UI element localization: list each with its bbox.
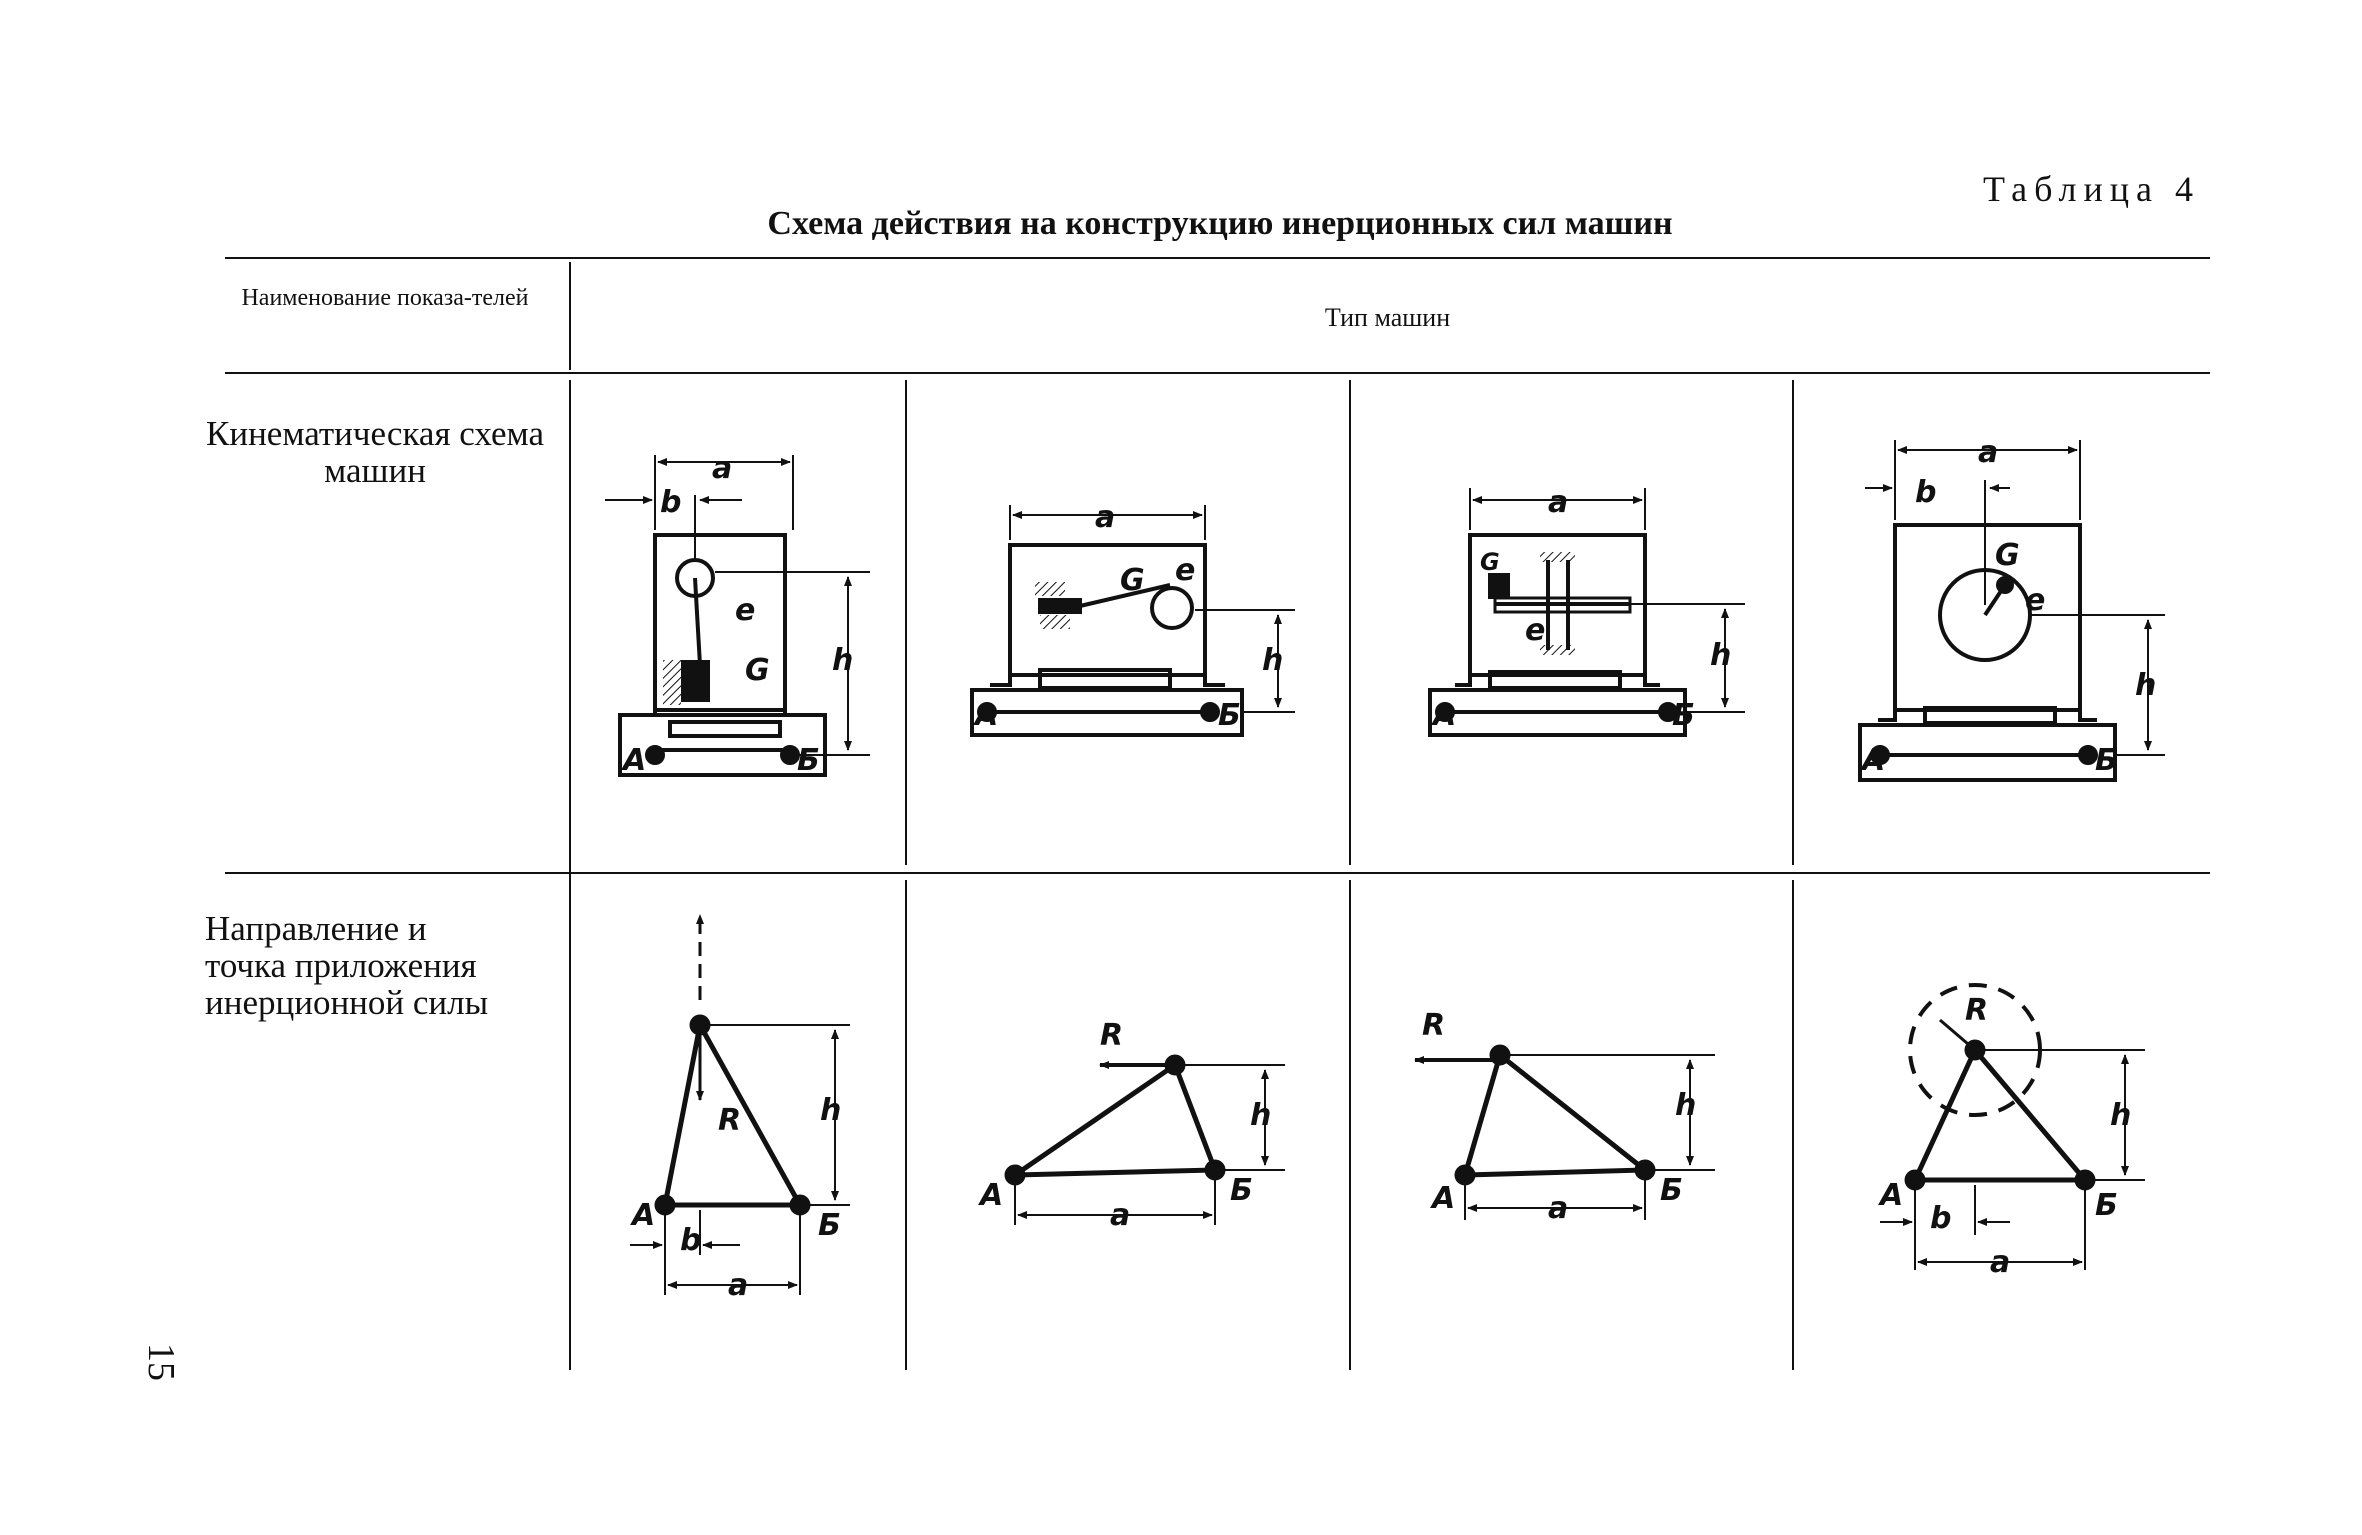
- point-A-f3: A: [1430, 1181, 1455, 1216]
- dim-a-m2: a: [1095, 500, 1115, 535]
- dim-h-m4: h: [2135, 668, 2156, 703]
- point-B-m3: Б: [1672, 698, 1695, 733]
- dim-b-m1: b: [660, 485, 681, 520]
- row-label-kinematic-scheme: Кинематическая схема машин: [206, 414, 544, 490]
- label-G-m3: G: [1480, 548, 1500, 576]
- row-label-force-direction: Направление и точка приложения инерционн…: [205, 910, 545, 1021]
- point-B-f1: Б: [818, 1208, 841, 1243]
- row-label-line-3: инерционной силы: [205, 983, 489, 1022]
- column-header-indicators: Наименование показа-телей: [241, 285, 529, 311]
- dim-a-f1: a: [728, 1268, 748, 1303]
- label-G-m4: G: [1995, 538, 2020, 573]
- dim-b-m4: b: [1915, 475, 1936, 510]
- dim-h-f3: h: [1675, 1088, 1696, 1123]
- dim-a-m1: a: [712, 451, 732, 486]
- machine-1-scheme: [605, 455, 870, 777]
- machine-3-labels: a G e h A Б: [1431, 485, 1731, 733]
- label-G-m2: G: [1120, 563, 1145, 598]
- force-R-2: R: [1100, 1018, 1123, 1053]
- point-B-f2: Б: [1230, 1173, 1253, 1208]
- dim-h-f4: h: [2110, 1098, 2131, 1133]
- force-2-labels: R h A Б a: [978, 1018, 1271, 1233]
- dim-h-m3: h: [1710, 638, 1731, 673]
- machine-4-scheme: [1858, 440, 2165, 782]
- force-R-4: R: [1965, 993, 1988, 1028]
- table-rules: [225, 257, 2210, 1370]
- machine-1-labels: a b e G h A Б: [621, 451, 853, 778]
- point-A-f4: A: [1878, 1178, 1903, 1213]
- row-label-line-2: точка приложения: [205, 946, 477, 985]
- point-A-m1: A: [621, 743, 646, 778]
- column-header-machine-type: Тип машин: [1324, 303, 1451, 332]
- row-label-line-1: Направление и: [205, 909, 427, 948]
- force-3-labels: R h A Б a: [1422, 1008, 1696, 1226]
- dim-b-f4: b: [1930, 1201, 1951, 1236]
- dim-a-f3: a: [1548, 1191, 1568, 1226]
- label-e-m2: e: [1175, 553, 1195, 588]
- force-R-1: R: [718, 1103, 741, 1138]
- point-A-f1: A: [630, 1198, 655, 1233]
- dim-h-m2: h: [1262, 643, 1283, 678]
- dim-a-f2: a: [1110, 1198, 1130, 1233]
- dim-h-m1: h: [832, 643, 853, 678]
- dim-a-m4: a: [1978, 435, 1998, 470]
- label-e-m3: e: [1525, 613, 1545, 648]
- point-B-m4: Б: [2095, 743, 2118, 778]
- table-title: Схема действия на конструкцию инерционны…: [767, 205, 1673, 242]
- label-e-m4: e: [2025, 583, 2045, 618]
- point-B-m2: Б: [1218, 698, 1241, 733]
- force-4-labels: R h A Б b a: [1878, 993, 2131, 1280]
- dim-h-f2: h: [1250, 1098, 1271, 1133]
- point-A-m2: A: [973, 698, 998, 733]
- force-1-labels: R h A Б b a: [630, 1093, 841, 1303]
- force-1-diagram: [630, 914, 850, 1295]
- force-3-diagram: [1414, 1044, 1715, 1220]
- point-A-m3: A: [1431, 698, 1456, 733]
- point-B-f4: Б: [2095, 1188, 2118, 1223]
- label-e-m1: e: [735, 593, 755, 628]
- machine-3-scheme: [1428, 488, 1745, 737]
- dim-h-f1: h: [820, 1093, 841, 1128]
- machine-2-labels: a G e h A Б: [973, 500, 1283, 733]
- machine-2-scheme: [970, 505, 1295, 737]
- force-R-3: R: [1422, 1008, 1445, 1043]
- point-A-f2: A: [978, 1178, 1003, 1213]
- dim-a-m3: a: [1548, 485, 1568, 520]
- point-A-m4: A: [1860, 743, 1885, 778]
- dim-b-f1: b: [680, 1223, 701, 1258]
- machine-4-labels: a b G e h A Б: [1860, 435, 2156, 778]
- table-number-label: Таблица 4: [1983, 169, 2200, 209]
- point-B-m1: Б: [797, 743, 820, 778]
- force-4-diagram: [1880, 983, 2145, 1270]
- force-2-diagram: [1004, 1054, 1285, 1225]
- dim-a-f4: a: [1990, 1245, 2010, 1280]
- label-G-m1: G: [745, 653, 770, 688]
- point-B-f3: Б: [1660, 1173, 1683, 1208]
